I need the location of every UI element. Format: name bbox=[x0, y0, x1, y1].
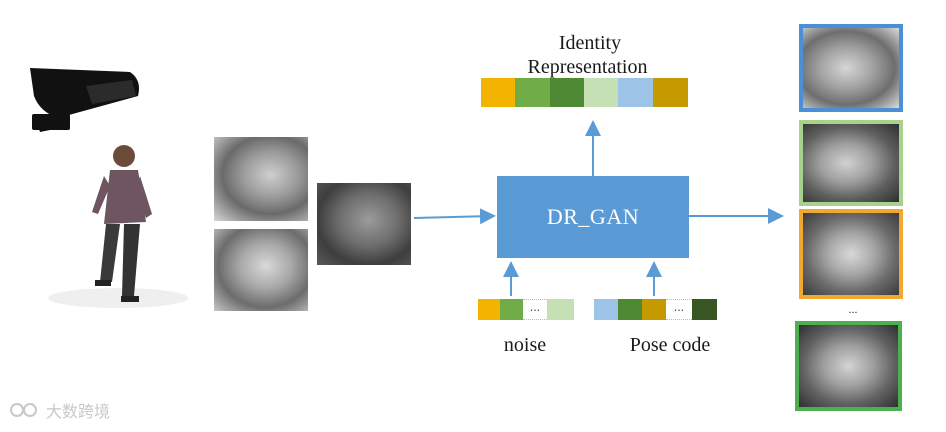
output-face-photo-2 bbox=[799, 120, 903, 206]
noise-cell-ellipsis: ... bbox=[523, 299, 547, 320]
noise-cell-2 bbox=[500, 299, 523, 320]
identity-cell-3 bbox=[550, 78, 584, 107]
identity-label-line2: Representation bbox=[527, 56, 648, 78]
input-face-photo-2 bbox=[214, 229, 308, 311]
input-face-photo-3 bbox=[317, 183, 411, 265]
pose-code-label: Pose code bbox=[629, 334, 711, 356]
identity-cell-2 bbox=[515, 78, 550, 107]
pose-cell-1 bbox=[594, 299, 618, 320]
noise-cell-1 bbox=[478, 299, 500, 320]
output-face-photo-4 bbox=[795, 321, 902, 411]
noise-vector: ... bbox=[478, 299, 574, 320]
model-label: DR_GAN bbox=[546, 204, 640, 229]
pose-ellipsis-text: ... bbox=[673, 301, 685, 314]
noise-ellipsis-text: ... bbox=[529, 301, 541, 314]
identity-cell-5 bbox=[618, 78, 653, 107]
watermark-text: 大数跨境 bbox=[46, 402, 111, 421]
output-face-photo-3 bbox=[799, 209, 903, 299]
watermark: 大数跨境 bbox=[8, 399, 110, 421]
pose-cell-ellipsis: ... bbox=[666, 299, 692, 320]
dr-gan-model-box: DR_GAN bbox=[497, 176, 689, 258]
pose-cell-3 bbox=[642, 299, 666, 320]
identity-label-line1: Identity bbox=[558, 32, 622, 54]
input-face-photo-1 bbox=[214, 137, 308, 221]
identity-cell-1 bbox=[481, 78, 515, 107]
pose-cell-5 bbox=[692, 299, 717, 320]
output-face-photo-1 bbox=[799, 24, 903, 112]
identity-cell-4 bbox=[584, 78, 618, 107]
noise-label: noise bbox=[503, 334, 547, 356]
identity-cell-6 bbox=[653, 78, 688, 107]
noise-cell-4 bbox=[547, 299, 574, 320]
watermark-logo-icon bbox=[10, 403, 37, 417]
pose-vector: ... bbox=[594, 299, 717, 320]
pose-cell-2 bbox=[618, 299, 642, 320]
identity-vector bbox=[481, 78, 688, 107]
arrow-input-to-model bbox=[413, 208, 496, 225]
output-vertical-ellipsis: ... bbox=[848, 302, 858, 316]
